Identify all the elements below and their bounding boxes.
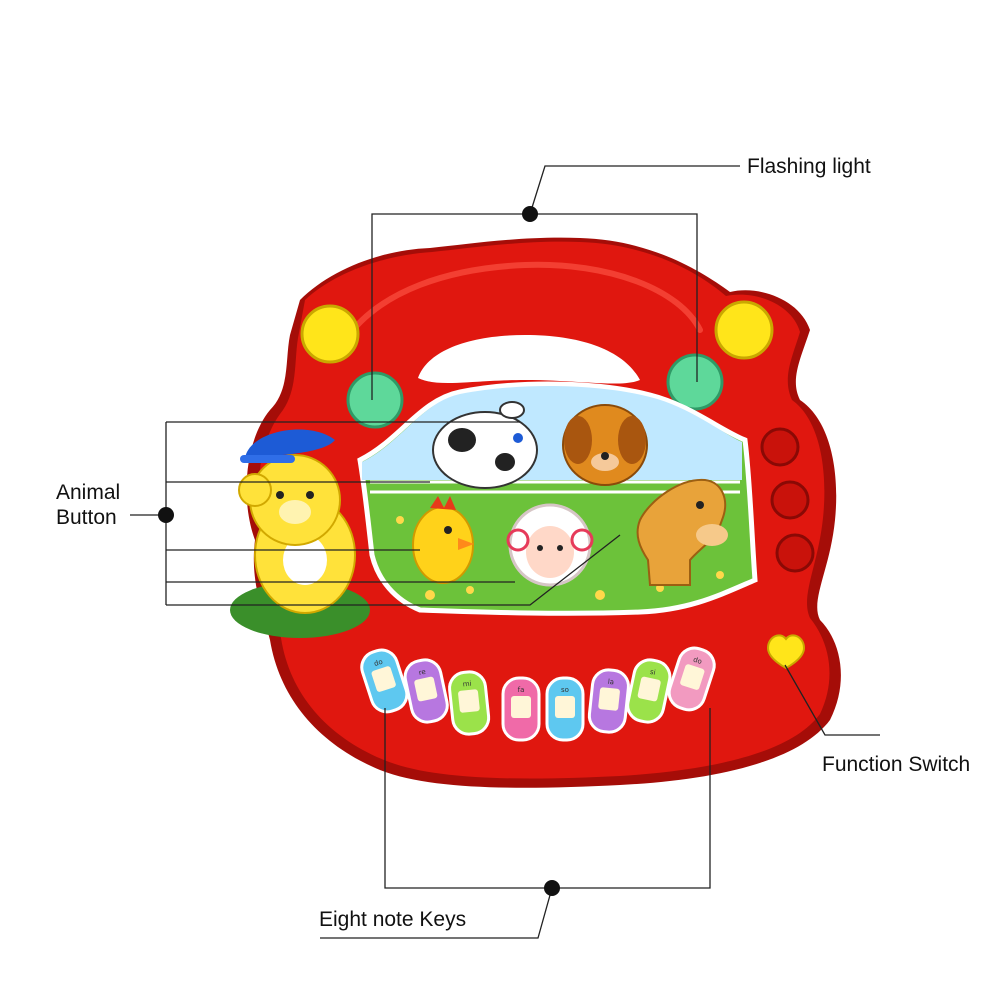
side-button-3[interactable]	[775, 533, 815, 573]
horse-icon[interactable]	[636, 478, 728, 586]
sheep-icon[interactable]	[506, 503, 594, 587]
eight-note-keys-label: Eight note Keys	[319, 908, 467, 931]
right-flashing-light	[666, 353, 724, 411]
note-key-label: re	[418, 668, 427, 677]
note-key-label: si	[649, 668, 656, 677]
note-key-label: mi	[462, 680, 472, 689]
piano-keys: do re mi fa so la si do	[358, 644, 718, 742]
function-switch-label: Function Switch	[822, 753, 971, 776]
chick-icon[interactable]	[412, 496, 474, 584]
note-key-8[interactable]: do	[665, 644, 718, 714]
heart-icon[interactable]	[766, 634, 806, 670]
flashing-light-label: Flashing light	[747, 155, 871, 178]
left-yellow-button[interactable]	[300, 304, 360, 364]
note-key-6[interactable]: la	[587, 668, 630, 734]
note-key-label: do	[373, 658, 384, 668]
note-key-label: do	[692, 656, 703, 666]
note-key-5[interactable]: so	[545, 676, 585, 742]
note-key-7[interactable]: si	[625, 657, 673, 725]
note-key-1[interactable]: do	[358, 646, 411, 716]
animal-button-label: Animal Button	[56, 480, 120, 530]
animal-button-label-line1: Animal	[56, 481, 121, 504]
note-key-3[interactable]: mi	[448, 670, 491, 736]
note-key-4[interactable]: fa	[501, 676, 541, 742]
right-yellow-button[interactable]	[714, 300, 774, 360]
animal-button-label-line2: Button	[56, 506, 117, 529]
bear-icon[interactable]	[230, 429, 370, 638]
dog-icon[interactable]	[562, 404, 648, 486]
side-button-2[interactable]	[770, 480, 810, 520]
callout-lines	[130, 165, 880, 939]
left-flashing-light	[346, 371, 404, 429]
side-button-1[interactable]	[760, 427, 800, 467]
note-key-2[interactable]: re	[402, 657, 450, 725]
note-key-label: la	[607, 678, 614, 687]
cow-icon[interactable]	[432, 401, 538, 489]
note-key-label: fa	[518, 686, 525, 694]
note-key-label: so	[561, 686, 569, 694]
